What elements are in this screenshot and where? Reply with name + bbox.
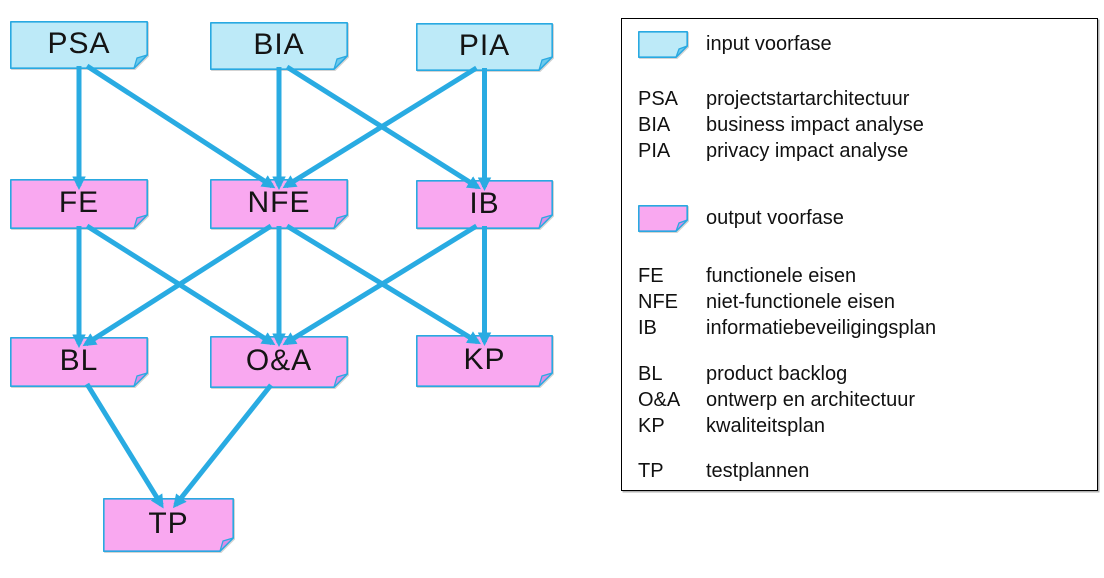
node-fe: FE (10, 179, 148, 229)
legend-desc: ontwerp en architectuur (706, 389, 916, 411)
node-label: PIA (458, 29, 511, 62)
node-label: IB (469, 186, 500, 220)
node-psa: PSA (10, 21, 148, 69)
legend-group-testplans: TP testplannen (638, 458, 1089, 484)
legend-term: O&A (638, 389, 681, 411)
legend-panel: input voorfase PSA projectstartarchitect… (621, 18, 1098, 491)
legend-item: BIA business impact analyse (638, 112, 1089, 138)
legend-desc: product backlog (706, 363, 848, 385)
node-label: KP (463, 343, 506, 376)
legend-term: IB (638, 317, 657, 339)
legend-item: PIA privacy impact analyse (638, 138, 1089, 164)
legend-group-requirements: FE functionele eisen NFE niet-functionel… (638, 263, 1089, 341)
legend-term: BIA (638, 114, 671, 136)
legend-desc: privacy impact analyse (706, 140, 909, 162)
output-note-icon (638, 205, 688, 232)
node-ib: IB (416, 180, 553, 229)
node-label: NFE (247, 186, 311, 219)
legend-term: FE (638, 265, 664, 287)
node-label: BL (59, 344, 99, 377)
legend-item: TP testplannen (638, 458, 1089, 484)
legend-input-row: input voorfase (638, 31, 1089, 58)
input-note-icon (638, 31, 688, 58)
legend-item: KP kwaliteitsplan (638, 413, 1089, 439)
legend-desc: projectstartarchitectuur (706, 88, 910, 110)
legend-group-inputs: PSA projectstartarchitectuur BIA busines… (638, 86, 1089, 164)
legend-input-label: input voorfase (706, 33, 832, 55)
legend-term: TP (638, 460, 664, 482)
legend-item: BL product backlog (638, 361, 1089, 387)
node-label: O&A (245, 344, 313, 377)
legend-desc: kwaliteitsplan (706, 415, 825, 437)
legend-desc: testplannen (706, 460, 810, 482)
legend-desc: functionele eisen (706, 265, 857, 287)
legend-item: O&A ontwerp en architectuur (638, 387, 1089, 413)
legend-output-label: output voorfase (706, 207, 844, 229)
node-oa: O&A (210, 336, 348, 388)
legend-desc: business impact analyse (706, 114, 924, 136)
node-pia: PIA (416, 23, 553, 71)
node-bl: BL (10, 337, 148, 387)
node-nfe: NFE (210, 179, 348, 229)
legend-term: NFE (638, 291, 678, 313)
node-tp: TP (103, 498, 234, 552)
legend-item: FE functionele eisen (638, 263, 1089, 289)
node-label: BIA (253, 28, 305, 61)
legend-item: NFE niet-functionele eisen (638, 289, 1089, 315)
node-bia: BIA (210, 22, 348, 70)
legend-term: BL (638, 363, 663, 385)
legend-item: IB informatiebeveiligingsplan (638, 315, 1089, 341)
legend-group-deliverables: BL product backlog O&A ontwerp en archit… (638, 361, 1089, 439)
legend-output-row: output voorfase (638, 205, 1089, 232)
node-label: FE (58, 186, 100, 219)
legend-item: PSA projectstartarchitectuur (638, 86, 1089, 112)
legend-term: PIA (638, 140, 671, 162)
node-kp: KP (416, 335, 553, 387)
legend-term: KP (638, 415, 665, 437)
node-label: TP (148, 507, 189, 540)
node-label: PSA (47, 27, 111, 60)
legend-desc: niet-functionele eisen (706, 291, 896, 313)
legend-desc: informatiebeveiligingsplan (706, 317, 937, 339)
legend-term: PSA (638, 88, 679, 110)
